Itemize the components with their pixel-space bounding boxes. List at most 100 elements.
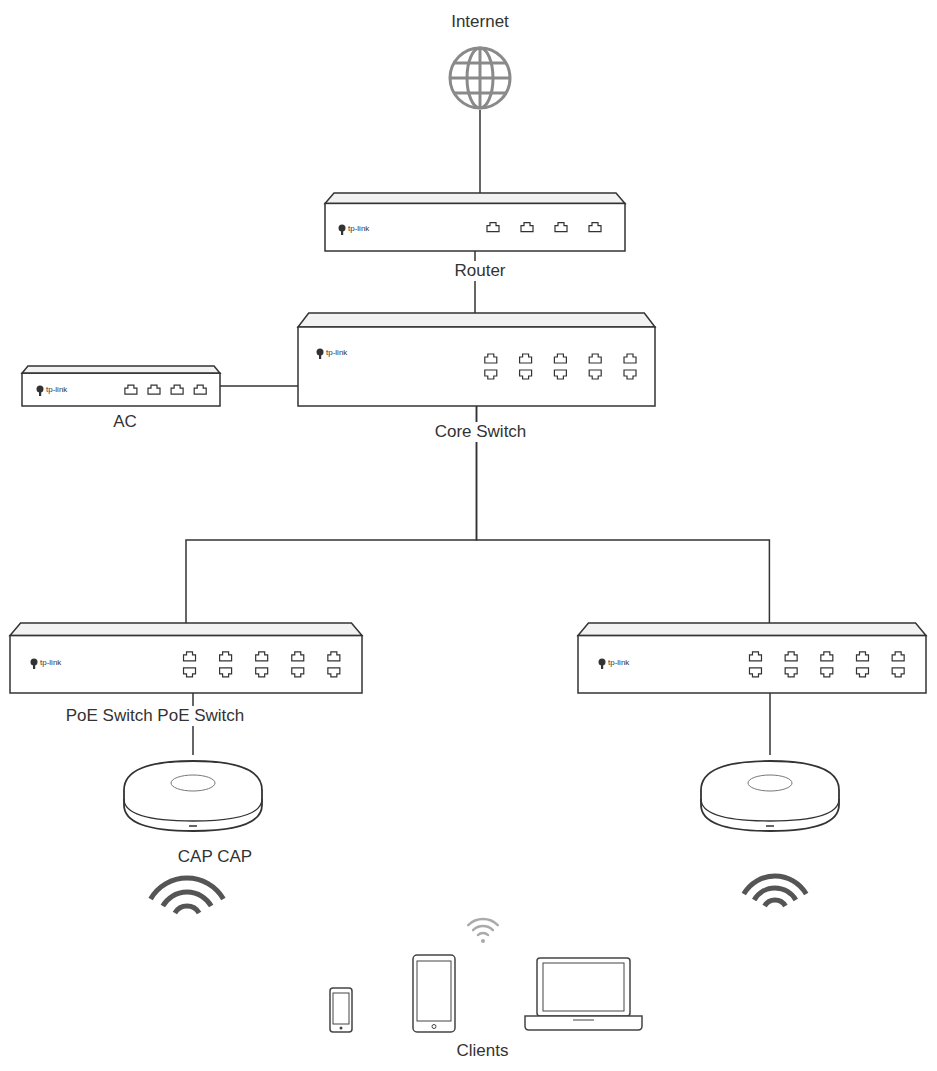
logo-stem [39,390,41,396]
signal-waves-right [744,876,806,906]
ethernet-port [292,668,304,677]
ethernet-port [256,668,268,677]
ethernet-port [785,668,797,677]
globe-parallel [450,77,510,80]
ethernet-port [125,385,137,394]
ethernet-port [292,652,304,661]
ethernet-port [148,385,160,394]
ethernet-port [194,385,206,394]
node-shape [448,46,512,110]
ethernet-port [220,652,232,661]
node-shape [325,950,640,1038]
device-front [22,373,220,406]
ap-logo-plate [748,775,792,791]
ethernet-port [589,354,601,363]
ethernet-port [624,370,636,379]
ethernet-port [554,354,566,363]
router-device: Router [325,193,625,251]
node-shape [697,755,843,835]
ethernet-port [184,668,196,677]
ethernet-port [892,652,904,661]
ethernet-port [749,652,761,661]
device-top [578,623,926,636]
core-switch-device: Core Switch [298,313,655,406]
device-label: Router [451,261,508,281]
access-point: CAP CAP [120,755,266,835]
network-link [479,110,481,193]
signal-wave [163,892,211,906]
device-label: Clients [454,1041,512,1061]
tablet-screen [417,961,451,1021]
logo-mark [599,659,606,670]
network-link [220,385,298,387]
ethernet-port [256,652,268,661]
device-front [578,636,926,693]
logo-text: tp-link [326,348,347,358]
device-top [298,313,655,327]
ethernet-port [589,370,601,379]
ap-rim [701,799,839,821]
port-group [487,223,601,232]
ethernet-port [749,668,761,677]
laptop-base [525,1016,642,1030]
ethernet-port [328,668,340,677]
ethernet-port [485,354,497,363]
wifi-arc [478,933,488,935]
logo-text: tp-link [40,658,61,668]
ethernet-port [485,370,497,379]
port-group [184,652,340,677]
ethernet-port [821,652,833,661]
port-group [749,652,904,677]
node-shape [10,623,362,693]
network-link [769,693,771,755]
poe-switch-device: PoE Switch PoE Switch [10,623,362,693]
signal-wave [754,888,796,900]
ap-led [189,825,197,827]
logo-stem [601,663,603,669]
ethernet-port [328,652,340,661]
ethernet-port [856,668,868,677]
signal-wave [151,878,224,899]
ap-led [766,825,774,827]
ethernet-port [521,223,533,232]
wifi-dot [481,939,485,943]
signal-wave [765,900,786,906]
globe-parallel [454,92,506,95]
ethernet-port [487,223,499,232]
device-front [298,327,655,406]
ethernet-port [220,668,232,677]
ap-rim [124,799,262,821]
phone-icon [330,988,352,1032]
node-shape [325,193,625,251]
internet-globe: Internet [448,46,512,110]
wifi-arc [468,919,498,925]
logo-mark [317,349,324,360]
laptop-display [543,963,624,1011]
logo-stem [341,229,343,235]
device-top [10,623,362,636]
ethernet-port [624,354,636,363]
ethernet-port [554,370,566,379]
globe-parallel [454,62,506,65]
device-label: PoE Switch PoE Switch [63,706,248,726]
device-label: CAP CAP [175,847,255,867]
port-group [485,354,636,379]
ap-body [701,761,839,831]
ethernet-port [184,652,196,661]
globe-outline [450,48,510,108]
device-top [325,193,625,203]
laptop-trackpad [573,1020,594,1021]
device-label: Internet [448,12,512,32]
ethernet-port [785,652,797,661]
phone-screen [333,993,349,1024]
node-shape [578,623,926,693]
tablet-icon [413,955,455,1032]
device-label: Core Switch [432,422,530,442]
wifi-arc [473,926,493,930]
client-devices: Clients [325,950,640,1038]
logo-mark [339,225,346,236]
ethernet-port [856,652,868,661]
laptop-screen [537,958,630,1016]
